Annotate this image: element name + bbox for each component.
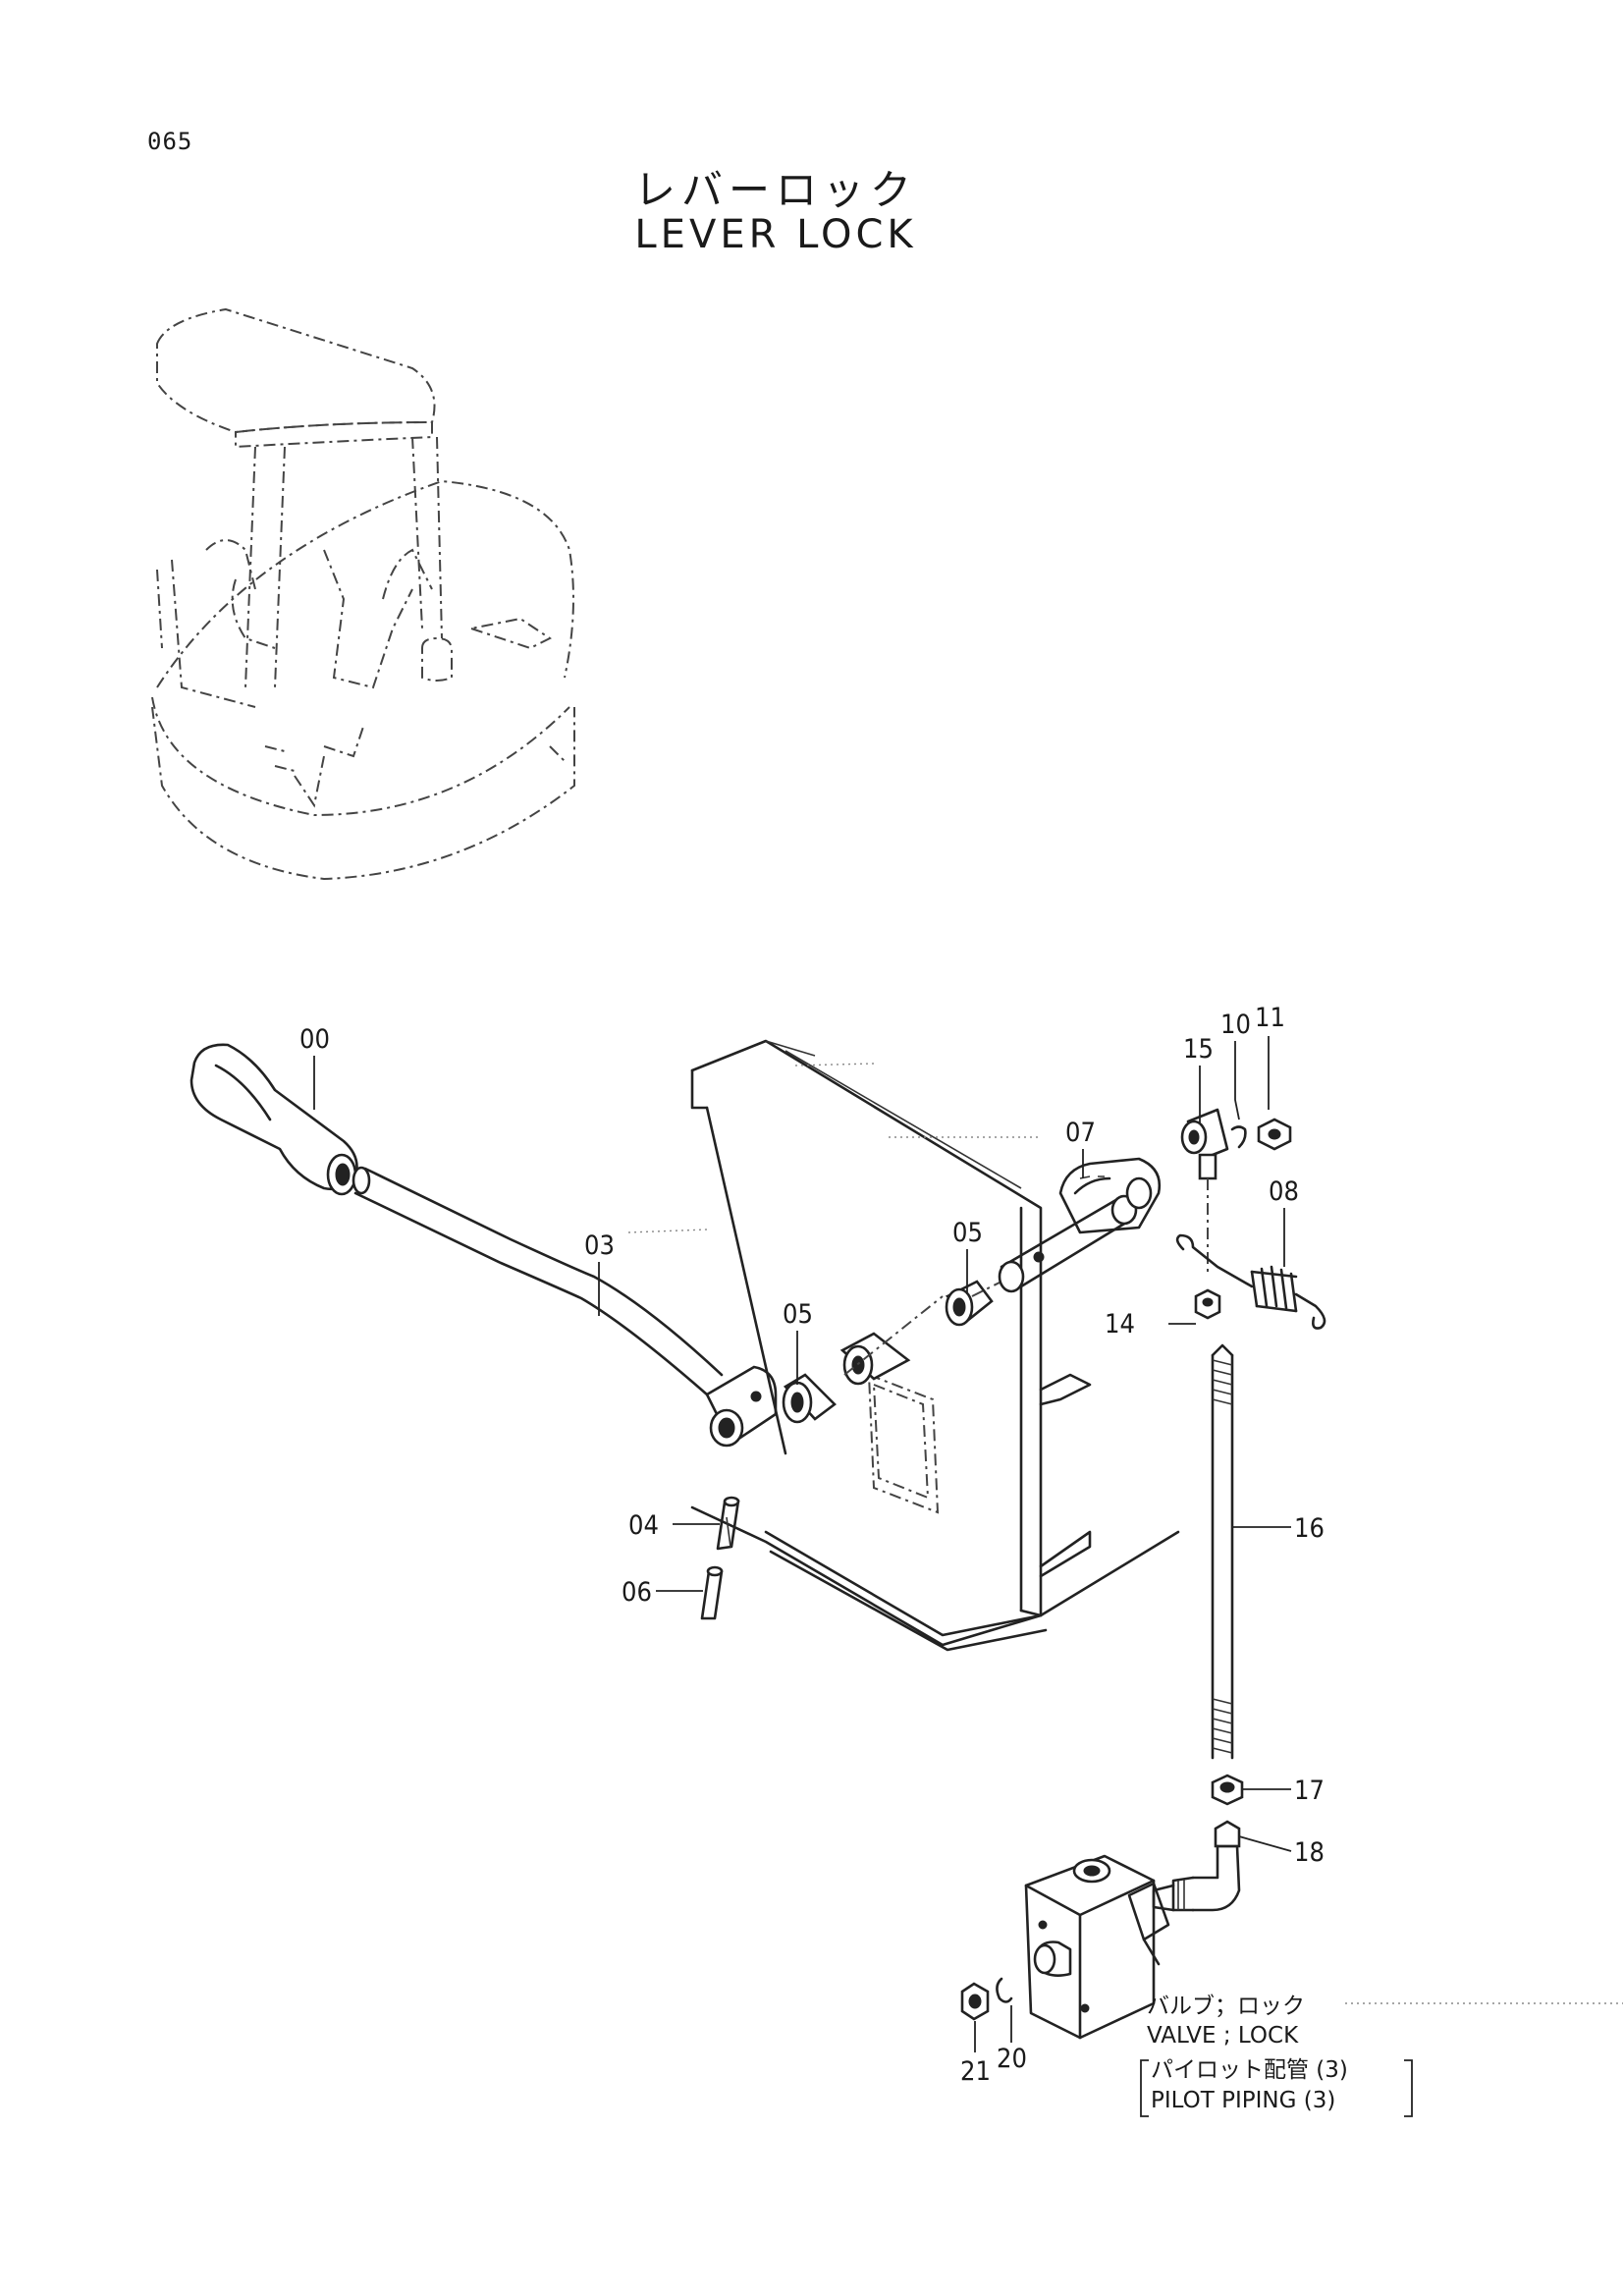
callout-15: 15 — [1183, 1034, 1214, 1065]
callout-04: 04 — [628, 1510, 659, 1541]
page-title-en: LEVER LOCK — [634, 212, 917, 257]
machine-overview-illustration — [151, 307, 575, 881]
grip-part — [189, 1043, 358, 1196]
leader-lines — [313, 1036, 1413, 2117]
ring-20-part — [996, 1977, 1013, 2003]
callout-16: 16 — [1294, 1513, 1325, 1544]
callout-05-right: 05 — [952, 1218, 983, 1248]
callout-20: 20 — [997, 2044, 1027, 2074]
pilot-piping-note-en: PILOT PIPING (3) — [1151, 2088, 1335, 2113]
valve-note-en: VALVE ; LOCK — [1147, 2023, 1299, 2049]
callout-11: 11 — [1255, 1003, 1285, 1033]
callout-03: 03 — [584, 1230, 615, 1261]
spring-pin-part — [716, 1496, 740, 1551]
nut-21-part — [960, 1982, 990, 2021]
page-number: 065 — [147, 128, 193, 155]
callout-06: 06 — [622, 1577, 652, 1608]
valve-note-jp: バルブ；ロック — [1147, 1994, 1305, 2019]
rod-end-part — [1180, 1108, 1292, 1277]
callout-labels: 00 03 05 05 07 15 10 11 08 14 04 06 16 1… — [299, 1003, 1325, 2087]
pin-06-part — [700, 1565, 724, 1620]
spring-part — [1175, 1233, 1326, 1330]
callout-08: 08 — [1269, 1176, 1299, 1207]
lever-bracket-plate — [690, 1039, 1180, 1652]
callout-10: 10 — [1220, 1010, 1251, 1040]
callout-18: 18 — [1294, 1837, 1325, 1868]
callout-17: 17 — [1294, 1776, 1325, 1806]
lock-shaft-part — [998, 1157, 1162, 1293]
callout-07: 07 — [1065, 1118, 1096, 1148]
elbow-fitting-part — [1152, 1820, 1241, 1912]
callout-00: 00 — [299, 1024, 330, 1055]
threaded-rod-part — [1211, 1343, 1234, 1760]
page-title-jp: レバーロック — [633, 166, 917, 214]
lever-rod-part — [352, 1166, 778, 1448]
valve-note: バルブ；ロック VALVE ; LOCK パイロット配管 (3) PILOT P… — [1147, 1994, 1348, 2113]
bushing-part — [782, 1276, 1012, 1424]
pilot-piping-note-jp: パイロット配管 (3) — [1151, 2057, 1348, 2083]
callout-05-left: 05 — [783, 1299, 813, 1330]
lock-valve-part — [1024, 1854, 1170, 2040]
callout-21: 21 — [960, 2056, 991, 2087]
reference-lines — [627, 1063, 1623, 2004]
nut-14-part — [1194, 1288, 1221, 1320]
callout-14: 14 — [1105, 1309, 1135, 1339]
nut-17-part — [1211, 1774, 1244, 1806]
